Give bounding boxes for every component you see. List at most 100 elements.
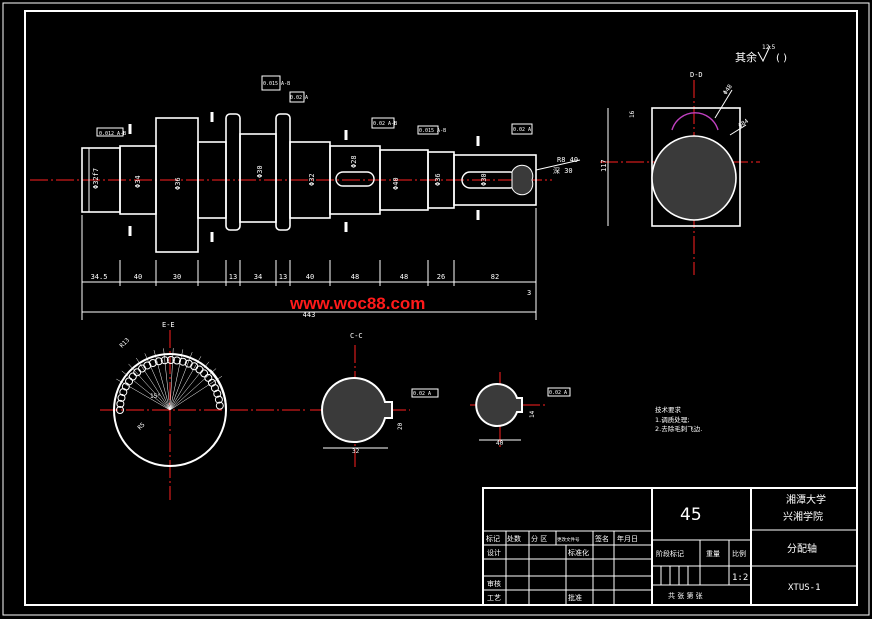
tolerance-frames: 0.012 A-B 0.015 A-B 0.02 A 0.02 A-B 0.01… [96, 75, 533, 137]
keyway-1 [335, 171, 375, 187]
svg-text:32: 32 [352, 448, 360, 455]
tb-sign: 签名 [595, 534, 609, 543]
view-small: 40 14 0.02 A [470, 372, 571, 450]
tb-school-1: 湘潭大学 [786, 493, 826, 506]
ee-hole [215, 401, 224, 410]
svg-text:30: 30 [173, 273, 181, 281]
ee-ray [153, 350, 171, 411]
ee-ray [116, 378, 171, 411]
svg-text:Φ32: Φ32 [308, 173, 316, 186]
svg-text:Φ36: Φ36 [434, 173, 442, 186]
tb-zone: 分 区 [531, 534, 547, 543]
view-dd: D-D 117 16 Φ48 Φ84 [600, 71, 760, 275]
ee-hole [160, 356, 169, 365]
tb-count: 处数 [507, 534, 521, 543]
svg-text:0.02 A: 0.02 A [413, 391, 431, 397]
svg-text:13: 13 [279, 273, 287, 281]
tb-design: 设计 [487, 548, 501, 557]
roughness-note: 其余 12.5 ( ) [735, 44, 787, 64]
svg-text:0.015 A-B: 0.015 A-B [263, 81, 290, 87]
main-shaft-view: Φ32f7 Φ34 Φ36 Φ30 Φ32 Φ28 Φ40 Φ36 Φ30 R8… [30, 75, 581, 320]
ee-hole [133, 368, 142, 377]
roughness-value: 12.5 [762, 44, 776, 51]
roughness-note-text: 其余 [735, 50, 757, 64]
ee-hole [195, 365, 204, 374]
keyway-leader [535, 159, 581, 171]
svg-text:0.02 A-B: 0.02 A-B [373, 121, 397, 127]
tech-req-item-2: 2.去除毛刺飞边. [655, 424, 702, 433]
svg-text:0.02 A: 0.02 A [549, 390, 567, 396]
ee-ray [136, 357, 171, 411]
svg-text:40: 40 [306, 273, 314, 281]
svg-text:40: 40 [134, 273, 142, 281]
svg-text:14: 14 [529, 410, 536, 418]
tb-ratio: 比例 [732, 549, 746, 558]
ee-hole [213, 389, 222, 398]
tech-req-item-1: 1.调质处理; [655, 415, 689, 424]
svg-text:Φ34: Φ34 [134, 175, 142, 188]
end-section [511, 164, 534, 196]
ee-hole [200, 369, 209, 378]
view-ee: E-E R13 R5 15° [100, 321, 305, 500]
ee-hole [178, 357, 187, 366]
svg-text:Φ36: Φ36 [174, 177, 182, 190]
tb-review: 审核 [487, 579, 501, 588]
ee-holes [116, 356, 224, 414]
svg-text:48: 48 [400, 273, 408, 281]
svg-text:Φ84: Φ84 [737, 117, 750, 129]
svg-text:Φ28: Φ28 [350, 155, 358, 168]
svg-text:16: 16 [629, 110, 636, 118]
svg-text:48: 48 [351, 273, 359, 281]
tb-weight: 重量 [706, 550, 720, 558]
ee-hole [125, 377, 134, 386]
ee-hole [116, 406, 124, 414]
tb-sheets: 共 张 第 张 [668, 591, 703, 600]
svg-text:20: 20 [397, 422, 404, 430]
svg-text:0.02 A: 0.02 A [290, 95, 308, 101]
svg-text:40: 40 [496, 440, 504, 447]
tb-material: 45 [680, 505, 702, 525]
section-markers [128, 112, 480, 242]
svg-text:15°: 15° [150, 393, 161, 400]
svg-text:0.02 A: 0.02 A [513, 127, 531, 133]
tb-approve: 批准 [568, 593, 582, 602]
ee-ray [169, 368, 217, 411]
tb-stage: 阶段标记 [656, 549, 684, 558]
ee-ray [163, 348, 171, 411]
ee-hole [214, 395, 223, 404]
svg-text:Φ30: Φ30 [480, 173, 488, 186]
inner-border [24, 10, 858, 606]
tb-scale: 1:2 [732, 573, 748, 583]
dd-section-circle [651, 135, 737, 221]
ee-ray [169, 348, 174, 411]
tb-docno: 更改文件号 [557, 536, 580, 543]
svg-text:3: 3 [527, 289, 531, 297]
svg-text:0.015 A-B: 0.015 A-B [419, 128, 446, 134]
view-cc-title: C-C [350, 332, 363, 340]
keyway-label-1: R8 40 [557, 156, 578, 164]
watermark: www.woc88.com [289, 294, 425, 313]
svg-text:443: 443 [303, 311, 316, 319]
bottom-dimensions: 34.5 40 30 13 34 13 40 48 48 26 82 443 3 [91, 273, 532, 319]
view-cc: C-C 32 20 0.02 A [310, 332, 439, 470]
roughness-paren: ( ) [776, 53, 787, 64]
svg-text:Φ48: Φ48 [722, 83, 734, 96]
ee-hole [210, 384, 219, 393]
svg-text:13: 13 [229, 273, 237, 281]
view-dd-title: D-D [690, 71, 703, 79]
dim-ticks [81, 260, 537, 286]
tb-school-2: 兴湘学院 [783, 510, 823, 523]
svg-text:R5: R5 [136, 421, 146, 431]
svg-text:34: 34 [254, 273, 262, 281]
ee-hole [138, 364, 147, 373]
cam-disc-2 [275, 113, 291, 231]
view-ee-title: E-E [162, 321, 175, 329]
svg-text:26: 26 [437, 273, 445, 281]
svg-text:Φ40: Φ40 [392, 177, 400, 190]
shaft-seg-9 [453, 154, 537, 206]
ee-hole [172, 356, 181, 365]
ee-hole [128, 372, 137, 381]
tech-requirements: 技术要求 1.调质处理; 2.去除毛刺飞边. [655, 405, 702, 433]
